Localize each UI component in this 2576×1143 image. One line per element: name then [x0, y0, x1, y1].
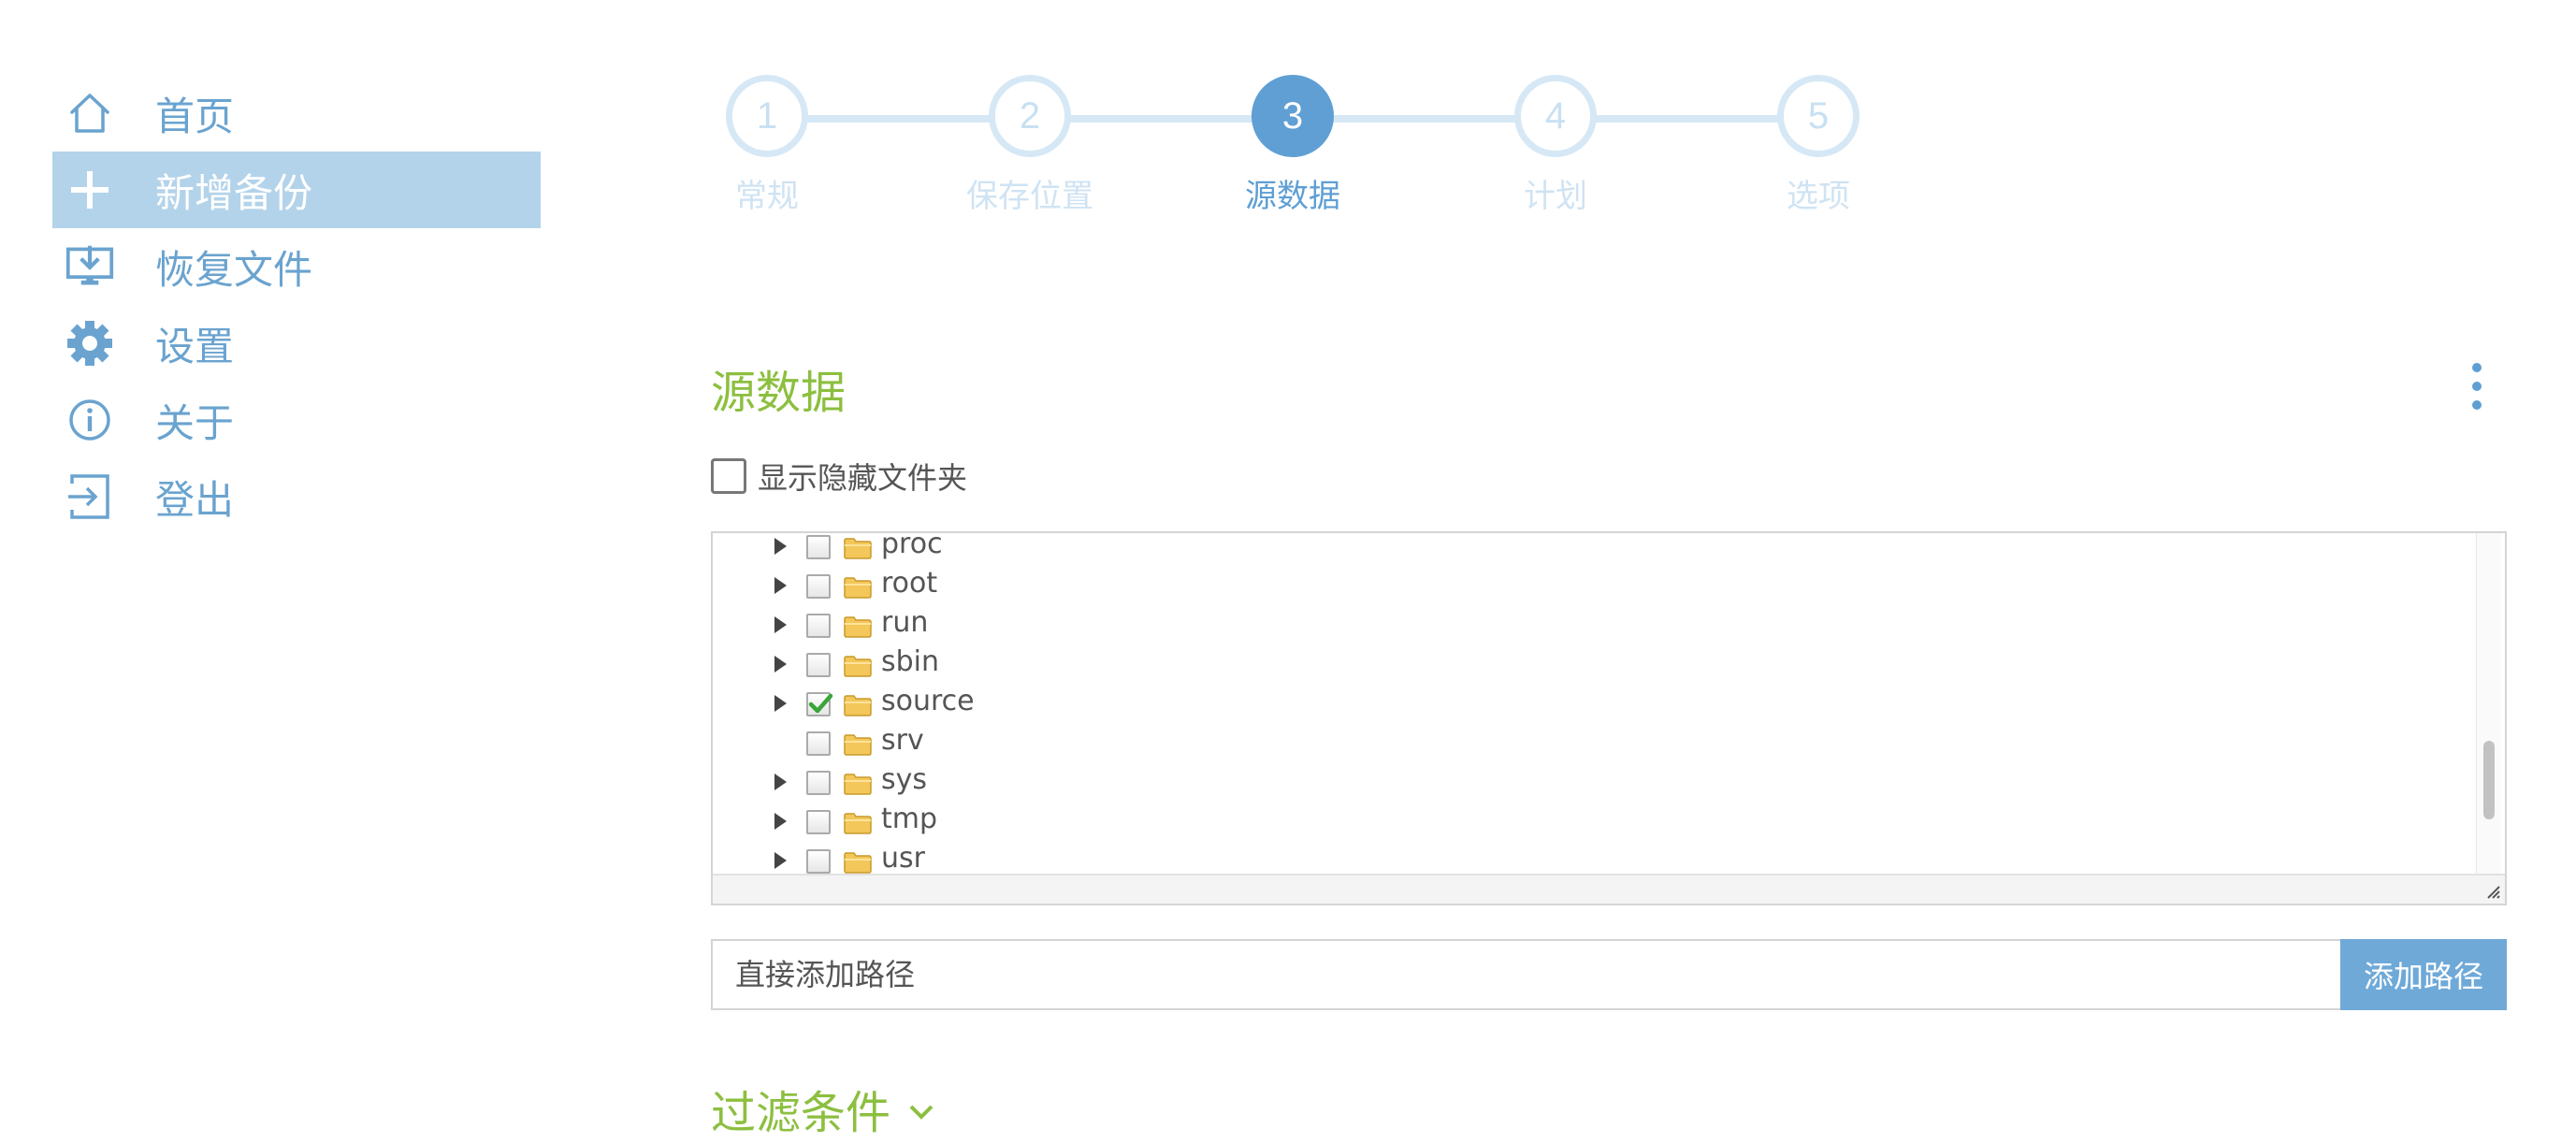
restore-icon [65, 242, 114, 291]
folder-icon [844, 812, 872, 838]
filter-section-toggle[interactable]: 过滤条件 [711, 1076, 935, 1141]
tree-row-proc[interactable]: proc [713, 531, 2477, 565]
tree-checkbox[interactable] [806, 810, 831, 834]
step-label: 源数据 [1245, 178, 1340, 215]
folder-icon [844, 655, 872, 681]
sidebar-item-label: 设置 [155, 323, 235, 369]
sidebar-item-label: 登出 [155, 476, 235, 523]
step-number: 4 [1514, 75, 1597, 157]
folder-icon [844, 773, 872, 799]
sidebar-nav: 首页 新增备份 恢复文件 [52, 75, 541, 535]
tree-item-label: sys [881, 763, 928, 796]
step-number: 5 [1777, 75, 1860, 157]
step-label: 保存位置 [966, 178, 1093, 215]
tree-item-label: usr [881, 842, 925, 875]
expand-arrow-icon[interactable] [774, 656, 787, 673]
folder-icon [844, 733, 872, 760]
sidebar-item-home[interactable]: 首页 [52, 75, 541, 152]
step-general[interactable]: 1 常规 [683, 75, 851, 216]
sidebar-item-label: 关于 [155, 399, 235, 446]
tree-checkbox[interactable] [806, 614, 831, 638]
tree-checkbox[interactable] [806, 574, 831, 599]
add-path-button[interactable]: 添加路径 [2340, 939, 2507, 1010]
tree-checkbox[interactable] [806, 731, 831, 756]
expand-arrow-icon[interactable] [774, 813, 787, 830]
step-number: 2 [989, 75, 1071, 157]
tree-row-source[interactable]: source [713, 683, 2477, 722]
wizard-stepper: 1 常规 2 保存位置 3 源数据 4 计划 5 选项 [711, 75, 1927, 234]
home-icon [65, 89, 114, 137]
folder-tree-list: proc root run sbin source srv sys tmp usr [713, 531, 2477, 879]
tree-row-root[interactable]: root [713, 565, 2477, 604]
show-hidden-checkbox[interactable] [711, 458, 746, 494]
expand-arrow-icon[interactable] [774, 577, 787, 594]
folder-icon [844, 851, 872, 877]
sidebar-item-label: 首页 [155, 93, 235, 139]
folder-icon [844, 615, 872, 642]
step-label: 常规 [735, 178, 799, 215]
tree-checkbox[interactable] [806, 771, 831, 795]
chevron-down-icon [909, 1105, 933, 1120]
tree-row-usr[interactable]: usr [713, 840, 2477, 879]
sidebar-item-settings[interactable]: 设置 [52, 305, 541, 382]
folder-icon [844, 694, 872, 720]
tree-item-label: proc [881, 531, 943, 560]
gear-icon [65, 319, 114, 368]
tree-checkbox[interactable] [806, 692, 833, 716]
tree-row-sys[interactable]: sys [713, 761, 2477, 801]
filter-section-title: 过滤条件 [711, 1087, 891, 1139]
step-label: 计划 [1524, 178, 1587, 215]
sidebar-item-label: 新增备份 [155, 169, 313, 216]
step-number: 3 [1252, 75, 1334, 157]
step-number: 1 [726, 75, 808, 157]
expand-arrow-icon[interactable] [774, 774, 787, 790]
resize-grip-icon[interactable] [2484, 883, 2501, 900]
show-hidden-label: 显示隐藏文件夹 [758, 460, 968, 496]
tree-checkbox[interactable] [806, 535, 831, 559]
tree-item-label: tmp [881, 803, 938, 835]
info-icon [65, 396, 114, 444]
tree-item-label: srv [881, 724, 924, 757]
tree-item-label: sbin [881, 645, 940, 678]
tree-row-run[interactable]: run [713, 604, 2477, 644]
tree-row-sbin[interactable]: sbin [713, 644, 2477, 683]
sidebar-item-about[interactable]: 关于 [52, 382, 541, 458]
add-path-row: 添加路径 [711, 939, 2507, 1010]
tree-row-tmp[interactable]: tmp [713, 801, 2477, 840]
expand-arrow-icon[interactable] [774, 695, 787, 712]
show-hidden-folders-toggle[interactable]: 显示隐藏文件夹 [711, 455, 967, 498]
tree-item-label: root [881, 567, 938, 600]
tree-checkbox[interactable] [806, 653, 831, 677]
tree-checkbox[interactable] [806, 849, 831, 874]
step-source-data[interactable]: 3 源数据 [1208, 75, 1377, 216]
tree-footer [713, 874, 2505, 904]
tree-scrollbar[interactable] [2476, 533, 2501, 875]
kebab-menu-icon[interactable] [2466, 363, 2488, 410]
path-input[interactable] [711, 939, 2340, 1010]
sidebar-item-logout[interactable]: 登出 [52, 458, 541, 535]
step-schedule[interactable]: 4 计划 [1471, 75, 1640, 216]
tree-item-label: run [881, 606, 929, 639]
folder-tree[interactable]: proc root run sbin source srv sys tmp usr [711, 531, 2507, 905]
logout-icon [65, 472, 114, 521]
expand-arrow-icon[interactable] [774, 852, 787, 869]
sidebar-item-label: 恢复文件 [155, 246, 313, 293]
sidebar-item-restore[interactable]: 恢复文件 [52, 228, 541, 305]
sidebar-item-new-backup[interactable]: 新增备份 [52, 152, 541, 228]
section-title: 源数据 [711, 367, 847, 419]
expand-arrow-icon[interactable] [774, 616, 787, 633]
plus-icon [65, 166, 114, 214]
folder-icon [844, 576, 872, 602]
step-save-location[interactable]: 2 保存位置 [946, 75, 1114, 216]
tree-scrollbar-thumb[interactable] [2483, 741, 2495, 819]
step-label: 选项 [1787, 178, 1850, 215]
tree-item-label: source [881, 685, 975, 717]
folder-icon [844, 537, 872, 563]
tree-row-srv[interactable]: srv [713, 722, 2477, 761]
step-options[interactable]: 5 选项 [1734, 75, 1903, 216]
expand-arrow-icon[interactable] [774, 538, 787, 555]
